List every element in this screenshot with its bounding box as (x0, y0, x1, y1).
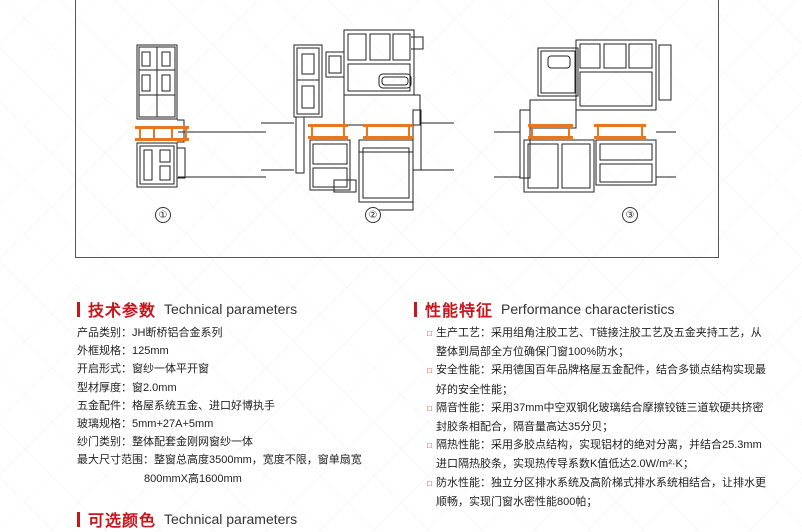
performance-heading-en: Performance characteristics (501, 301, 675, 317)
heading-accent-bar (414, 301, 417, 317)
spec-row-continued: 800mmX高1600mm (144, 472, 242, 485)
bullet-icon: □ (427, 441, 432, 451)
profile-drawing-frame: ① ② ③ (75, 0, 719, 258)
colors-heading-cn: 可选颜色 (88, 513, 157, 530)
performance-item: □ 安全性能：采用德国百年品牌格屋五金配件，结合多锁点结构实现最好的安全性能； (427, 361, 772, 398)
spec-row: 玻璃规格：5mm+27A+5mm (77, 418, 214, 431)
performance-item: □ 隔音性能：采用37mm中空双钢化玻璃结合摩擦铰链三道软硬共挤密封胶条相配合，隔… (427, 399, 772, 436)
performance-item-text: 隔热性能：采用多胶点结构，实现铝材的绝对分离，并结合25.3mm进口隔热胶条，实… (436, 439, 762, 471)
technical-heading-cn: 技术参数 (88, 303, 157, 320)
drawing-callout-2: ② (365, 207, 381, 223)
spec-row: 纱门类别：整体配套金刚网窗纱一体 (77, 436, 253, 449)
profile-2 (261, 29, 454, 211)
technical-parameters-list: 产品类别：JH断桥铝合金系列 外框规格：125mm 开启形式：窗纱一体平开窗 型… (77, 324, 367, 488)
technical-heading-en: Technical parameters (164, 301, 298, 317)
performance-list: □ 生产工艺：采用组角注胶工艺、T链接注胶工艺及五金夹持工艺，从整体到局部全方位确… (427, 324, 772, 511)
spec-row: 外框规格：125mm (77, 345, 169, 358)
profile-1 (136, 44, 266, 188)
performance-item-text: 安全性能：采用德国百年品牌格屋五金配件，结合多锁点结构实现最好的安全性能； (436, 364, 766, 396)
bullet-icon: □ (427, 366, 432, 376)
spec-row: 最大尺寸范围：整窗总高度3500mm，宽度不限，窗单扇宽 (77, 454, 362, 467)
colors-heading-en: Technical parameters (164, 511, 298, 527)
performance-item: □ 防水性能：独立分区排水系统及高阶梯式排水系统相结合，让排水更顺畅，实现门窗水密… (427, 474, 772, 511)
performance-item: □ 生产工艺：采用组角注胶工艺、T链接注胶工艺及五金夹持工艺，从整体到局部全方位确… (427, 324, 772, 361)
performance-item-text: 生产工艺：采用组角注胶工艺、T链接注胶工艺及五金夹持工艺，从整体到局部全方位确保… (436, 327, 762, 359)
thermal-break-strips (135, 124, 646, 141)
performance-item-text: 隔音性能：采用37mm中空双钢化玻璃结合摩擦铰链三道软硬共挤密封胶条相配合，隔音… (436, 401, 764, 434)
profile-3 (494, 39, 676, 193)
profile-cross-section-drawing (135, 29, 676, 211)
drawing-callout-3: ③ (622, 207, 638, 223)
heading-accent-bar (77, 301, 80, 317)
bullet-icon: □ (427, 329, 432, 338)
bullet-icon: □ (427, 478, 432, 488)
performance-item: □ 隔热性能：采用多胶点结构，实现铝材的绝对分离，并结合25.3mm进口隔热胶条，… (427, 436, 772, 473)
spec-row: 五金配件：格屋系统五金、进口好博执手 (77, 399, 275, 412)
performance-heading-cn: 性能特征 (425, 303, 494, 320)
technical-parameters-heading: 技术参数 Technical parameters (77, 297, 297, 321)
bullet-icon: □ (427, 403, 432, 413)
drawing-callout-1: ① (155, 207, 171, 223)
spec-row: 型材厚度：窗2.0mm (77, 381, 177, 394)
optional-colors-heading: 可选颜色 Technical parameters (77, 507, 297, 531)
heading-accent-bar (77, 511, 80, 527)
spec-row: 开启形式：窗纱一体平开窗 (77, 363, 209, 376)
spec-row: 产品类别：JH断桥铝合金系列 (77, 327, 223, 339)
performance-heading: 性能特征 Performance characteristics (414, 297, 675, 321)
performance-item-text: 防水性能：独立分区排水系统及高阶梯式排水系统相结合，让排水更顺畅，实现门窗水密性… (436, 476, 766, 508)
